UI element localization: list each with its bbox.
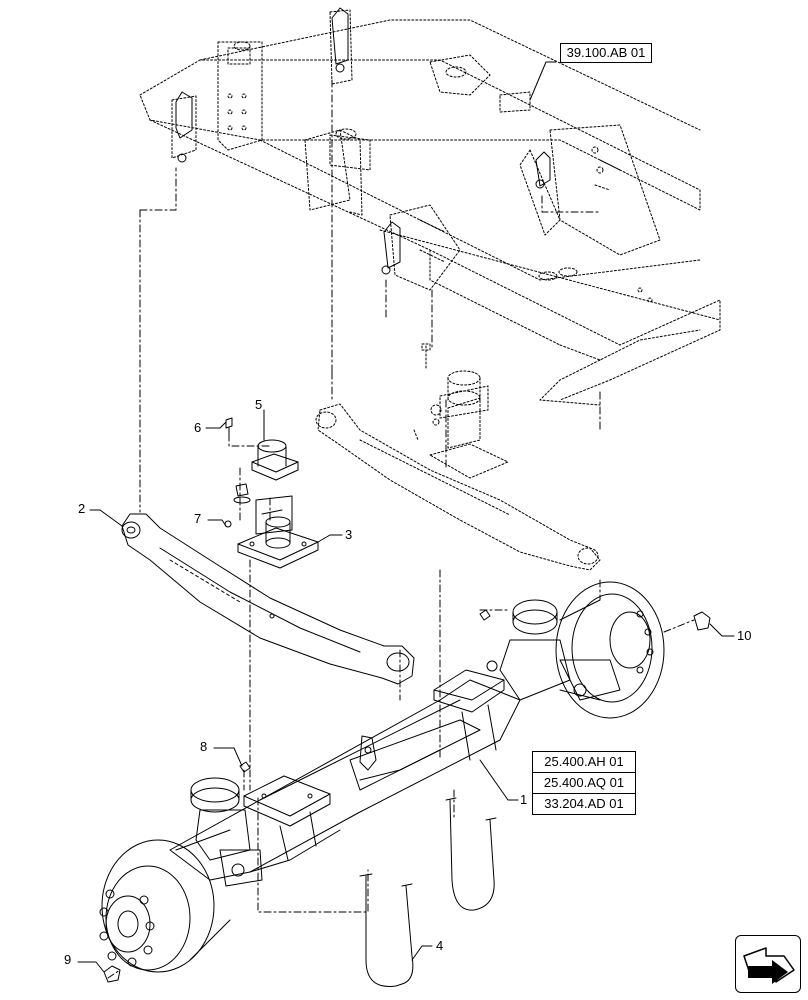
callout-9: 9	[64, 952, 72, 967]
frame-hangers	[175, 7, 551, 275]
assembly-lines	[107, 79, 695, 979]
vehicle-frame	[139, 9, 721, 406]
hardware	[103, 609, 711, 983]
callout-3: 3	[345, 527, 353, 542]
rear-leaf-spring	[315, 343, 601, 571]
callout-2: 2	[78, 501, 86, 516]
callout-1: 1	[520, 792, 528, 807]
front-axle-assembly	[99, 581, 665, 973]
leader-lines	[77, 61, 735, 973]
callout-5: 5	[255, 397, 263, 412]
front-leaf-spring	[121, 513, 415, 685]
callout-6: 6	[194, 420, 202, 435]
callout-8: 8	[200, 739, 208, 754]
axle-reference-link[interactable]: 25.400.AQ 01	[532, 773, 636, 794]
axle-reference-link[interactable]: 25.400.AH 01	[532, 751, 636, 773]
spring-pad-assembly	[224, 417, 319, 569]
axle-reference-stack: 25.400.AH 01 25.400.AQ 01 33.204.AD 01	[532, 751, 636, 815]
u-bolts	[359, 797, 497, 987]
callout-10: 10	[737, 628, 752, 643]
next-page-arrow-icon[interactable]	[735, 935, 801, 993]
callout-7: 7	[194, 511, 202, 526]
axle-reference-link[interactable]: 33.204.AD 01	[532, 794, 636, 815]
frame-reference-link[interactable]: 39.100.AB 01	[560, 43, 652, 63]
callout-4: 4	[436, 938, 444, 953]
arrow-glyph	[743, 947, 795, 984]
